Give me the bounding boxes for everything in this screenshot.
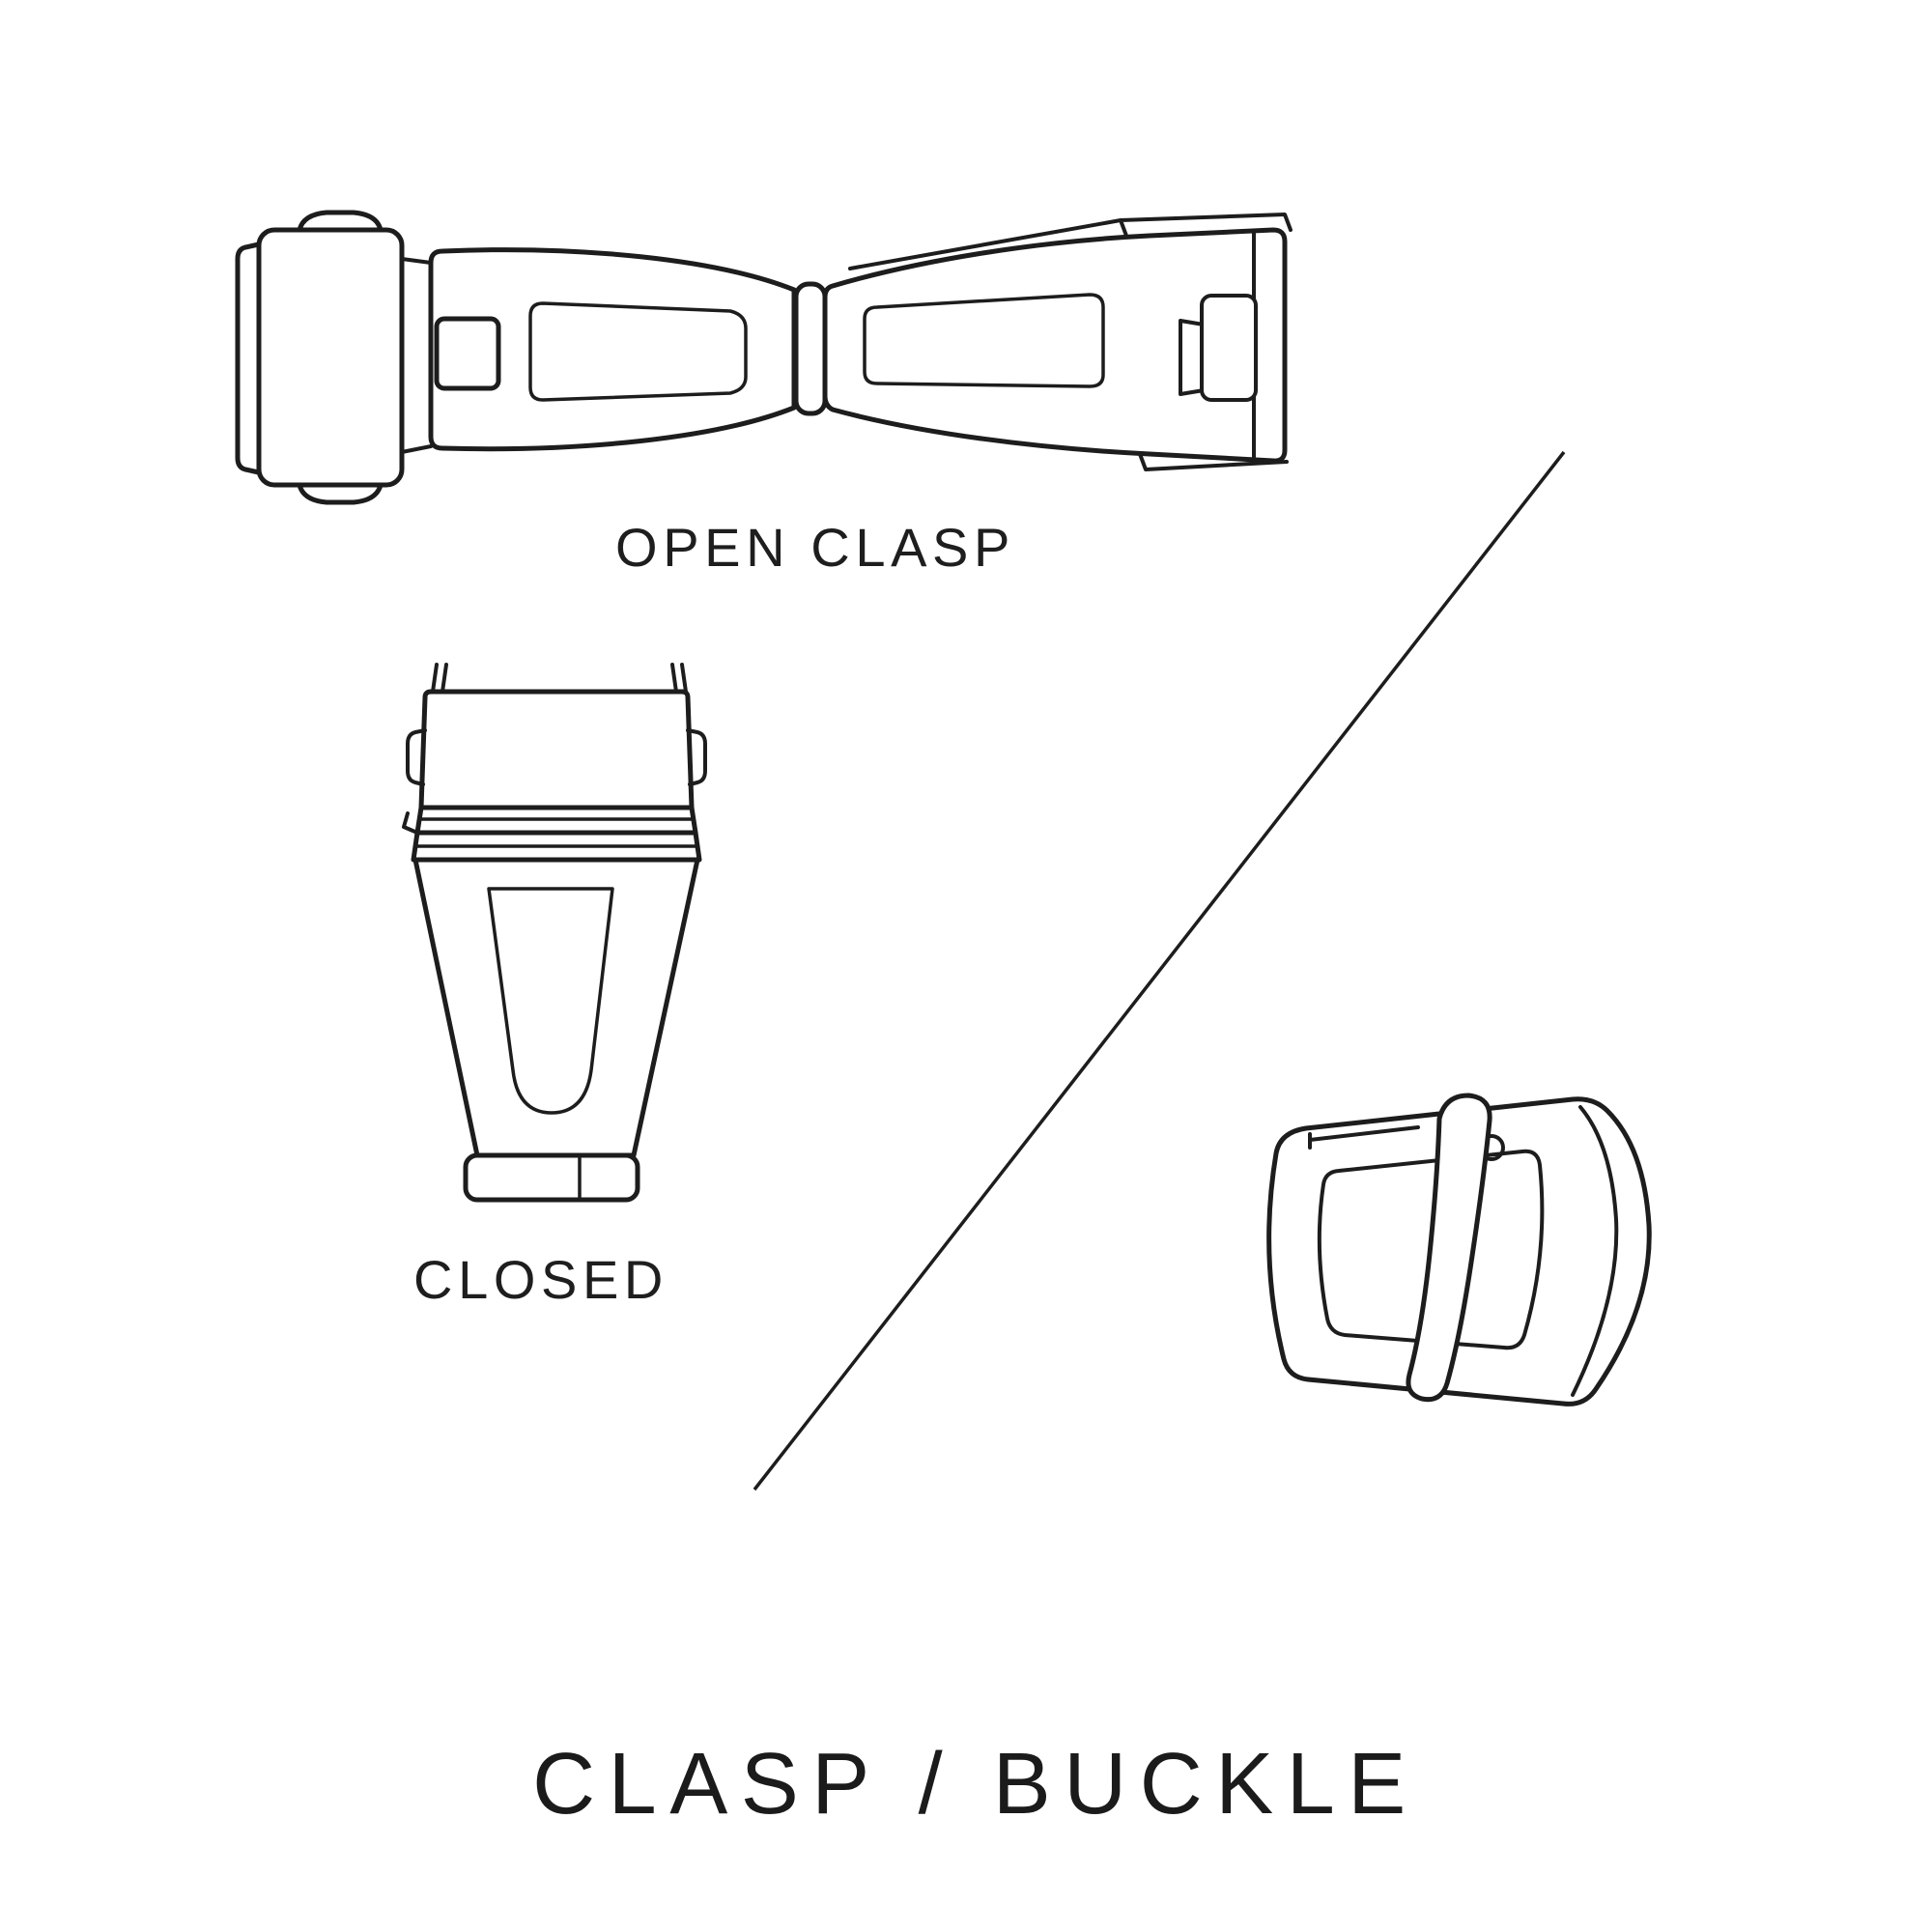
closed-clasp-illustration <box>402 663 707 1203</box>
open-clasp-hinge <box>793 281 828 416</box>
open-clasp-top-bump <box>297 210 384 233</box>
page-title: CLASP / BUCKLE <box>532 1736 1419 1833</box>
closed-clasp-inner-slot <box>487 887 614 1115</box>
closed-clasp-foot <box>463 1152 640 1203</box>
open-clasp-left-arm-inset <box>528 301 748 402</box>
closed-clasp-right-prong <box>670 663 688 694</box>
open-clasp-left-face <box>235 241 266 476</box>
open-clasp-latch-plate <box>1200 294 1258 402</box>
buckle-illustration <box>1266 1093 1652 1406</box>
open-clasp-bottom-step <box>1138 452 1289 471</box>
diagonal-divider-line <box>753 450 1566 1492</box>
open-clasp-square-hole <box>434 316 501 391</box>
buckle-axle-pin <box>1308 1125 1420 1150</box>
buckle-tang <box>1406 1093 1492 1403</box>
open-clasp-latch-hook <box>1179 319 1206 396</box>
open-clasp-illustration <box>235 210 1293 505</box>
closed-clasp-left-ear <box>406 728 427 786</box>
closed-clasp-fold-notch <box>402 811 419 835</box>
open-clasp-left-block <box>256 227 405 488</box>
open-clasp-connectors <box>400 257 433 454</box>
closed-clasp-left-prong <box>431 663 448 694</box>
open-clasp-right-arm-inset <box>863 293 1105 388</box>
open-clasp-top-plate-edge <box>848 213 1293 270</box>
closed-clasp-right-ear <box>686 728 707 786</box>
closed-clasp-top-block <box>418 689 695 810</box>
buckle-right-band-line <box>1571 1105 1619 1397</box>
open-clasp-bottom-bump <box>297 482 384 505</box>
open-clasp-label: OPEN CLASP <box>615 517 1015 578</box>
closed-clasp-label: CLOSED <box>413 1249 668 1310</box>
